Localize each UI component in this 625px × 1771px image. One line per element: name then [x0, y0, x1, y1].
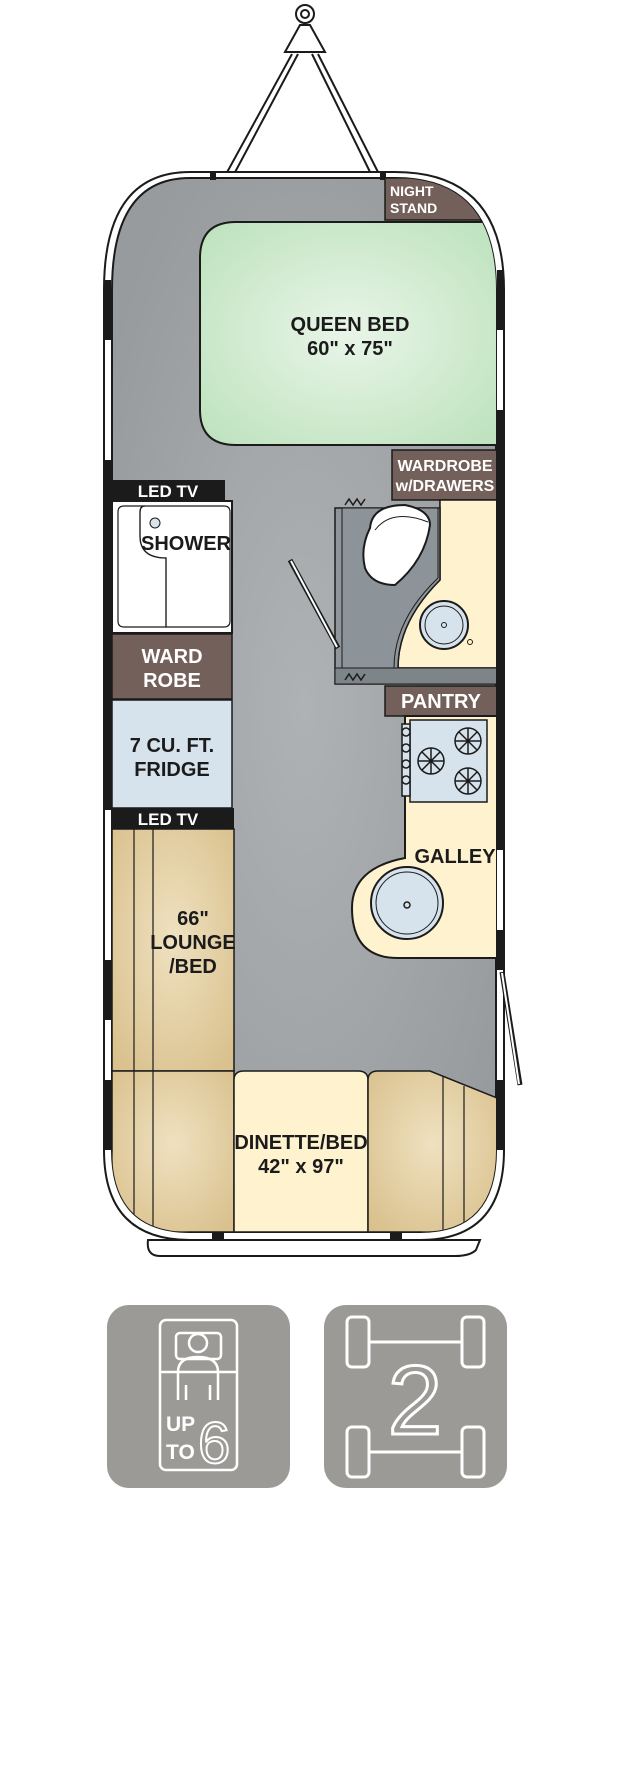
ward-robe-label-1: WARD — [141, 646, 202, 668]
ward-robe — [112, 633, 233, 700]
queen-bed-size: 60" x 75" — [307, 338, 393, 360]
fridge-label-2: FRIDGE — [134, 759, 210, 781]
axle-icon — [345, 1315, 486, 1479]
lounge-label-3: /BED — [169, 956, 217, 978]
lounge-label-2: LOUNGE — [150, 932, 236, 954]
dinette-seat-right — [367, 1070, 496, 1232]
shower-enclosure — [112, 500, 233, 634]
led-tv-bottom — [112, 808, 234, 829]
lounge-label-1: 66" — [177, 908, 209, 930]
stove-knobs[interactable] — [401, 723, 411, 797]
sleeps-bed-outline — [158, 1318, 239, 1472]
shower-drain — [149, 517, 161, 529]
dinette-seat-left — [112, 1070, 235, 1232]
galley-sink — [370, 866, 444, 940]
bathroom-sink — [419, 600, 469, 650]
fridge — [112, 699, 233, 809]
night-stand-label-1: NIGHT — [390, 183, 434, 199]
rear-bumper — [146, 1239, 482, 1257]
wardrobe-drawers — [391, 449, 496, 501]
stove-burners — [417, 727, 482, 795]
wardrobe-label-2: w/DRAWERS — [395, 478, 495, 495]
queen-bed — [199, 221, 496, 446]
fridge-label-1: 7 CU. FT. — [130, 735, 214, 757]
pantry-label: PANTRY — [401, 691, 482, 713]
night-stand-label-2: STAND — [390, 200, 437, 216]
wardrobe-label-1: WARDROBE — [397, 458, 492, 475]
person-icon — [160, 1331, 237, 1400]
galley-label: GALLEY — [414, 846, 496, 868]
hitch — [224, 4, 381, 177]
sleeps-to: TO — [166, 1441, 195, 1464]
sleeps-count: 6 — [198, 1411, 230, 1476]
sleeps-badge: UP TO 6 — [107, 1305, 290, 1488]
sleeps-up: UP — [166, 1413, 195, 1436]
ward-robe-label-2: ROBE — [143, 670, 201, 692]
dinette-size: 42" x 97" — [258, 1156, 344, 1178]
dinette-label: DINETTE/BED — [234, 1132, 367, 1154]
wall-segments — [104, 172, 504, 1240]
led-tv-top — [112, 480, 225, 501]
axles-count: 2 — [388, 1345, 443, 1455]
lounge-bed — [112, 828, 235, 1072]
shower-label: SHOWER — [141, 533, 232, 555]
axles-badge: 2 — [324, 1305, 507, 1488]
led-tv-top-label: LED TV — [138, 482, 199, 501]
led-tv-bottom-label: LED TV — [138, 810, 199, 829]
queen-bed-label: QUEEN BED — [291, 314, 410, 336]
